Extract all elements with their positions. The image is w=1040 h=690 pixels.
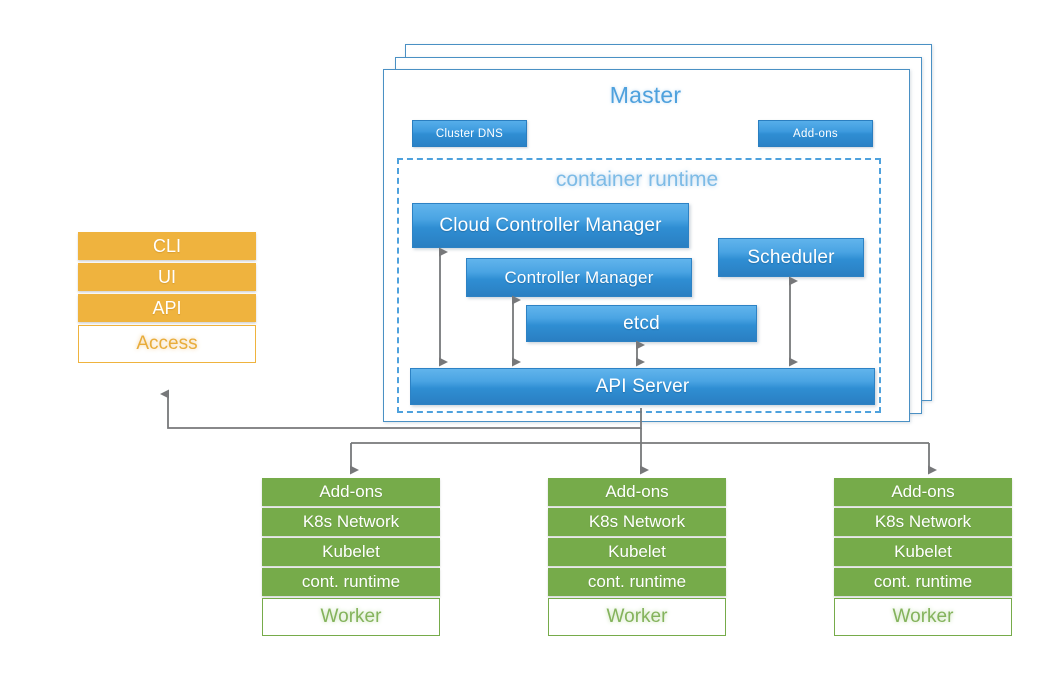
worker-bar-cont-runtime[interactable]: cont. runtime [548,568,726,596]
access-bar-cli[interactable]: CLI [78,232,256,260]
badge-cluster-dns[interactable]: Cluster DNS [412,120,527,147]
worker-bar-add-ons[interactable]: Add-ons [548,478,726,506]
worker-bar-k8s-network[interactable]: K8s Network [548,508,726,536]
worker-bar-kubelet[interactable]: Kubelet [262,538,440,566]
master-title: Master [609,82,682,108]
access-bar-ui[interactable]: UI [78,263,256,291]
worker-bar-kubelet[interactable]: Kubelet [834,538,1012,566]
access-bar-api[interactable]: API [78,294,256,322]
worker-node-3: Add-ons K8s Network Kubelet cont. runtim… [834,478,1012,636]
component-scheduler[interactable]: Scheduler [718,238,864,277]
worker-node-2: Add-ons K8s Network Kubelet cont. runtim… [548,478,726,636]
worker-label: Worker [548,598,726,636]
worker-node-1: Add-ons K8s Network Kubelet cont. runtim… [262,478,440,636]
worker-bar-cont-runtime[interactable]: cont. runtime [834,568,1012,596]
arrow-apiserver-workers [350,428,937,475]
component-cloud-controller-manager[interactable]: Cloud Controller Manager [412,203,689,248]
worker-label: Worker [262,598,440,636]
worker-bar-add-ons[interactable]: Add-ons [262,478,440,506]
badge-add-ons[interactable]: Add-ons [758,120,873,147]
component-api-server[interactable]: API Server [410,368,875,405]
container-runtime-label: container runtime [555,168,719,191]
worker-bar-k8s-network[interactable]: K8s Network [262,508,440,536]
access-panel: CLI UI API Access [78,232,256,363]
worker-bar-cont-runtime[interactable]: cont. runtime [262,568,440,596]
worker-bar-kubelet[interactable]: Kubelet [548,538,726,566]
worker-bar-add-ons[interactable]: Add-ons [834,478,1012,506]
access-label: Access [78,325,256,363]
component-etcd[interactable]: etcd [526,305,757,342]
worker-bar-k8s-network[interactable]: K8s Network [834,508,1012,536]
worker-label: Worker [834,598,1012,636]
component-controller-manager[interactable]: Controller Manager [466,258,692,297]
